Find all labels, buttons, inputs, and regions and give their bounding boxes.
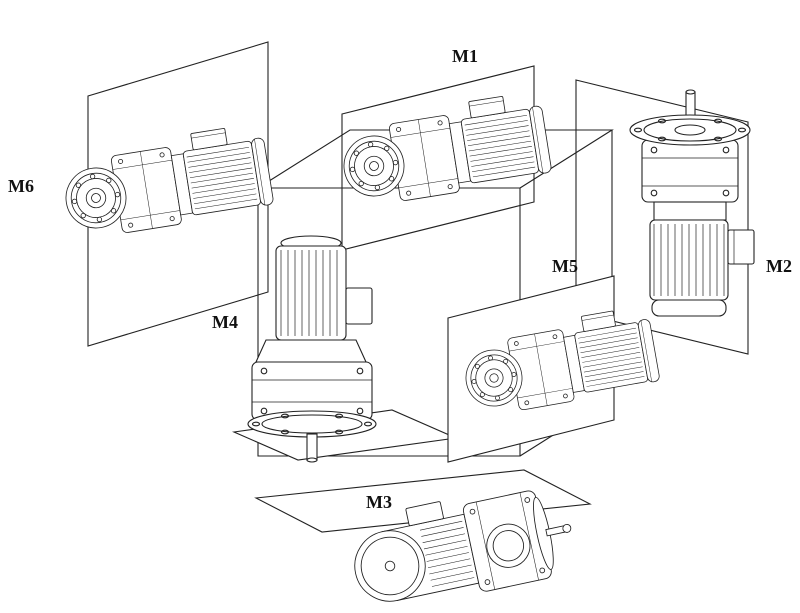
label-m2: M2: [766, 256, 792, 276]
mounting-plane-m3: [254, 469, 592, 533]
motor-adapter: [255, 339, 367, 363]
cooling-fins: [419, 520, 475, 587]
label-m3: M3: [366, 492, 392, 512]
terminal-box: [727, 229, 755, 265]
label-m4: M4: [212, 312, 238, 332]
terminal-box: [345, 287, 373, 325]
gearmotor-m4: [247, 235, 377, 463]
label-m1: M1: [452, 46, 478, 66]
gearmotor-m2: [629, 89, 755, 317]
motor-adapter: [653, 201, 727, 221]
label-m5: M5: [552, 256, 578, 276]
motor-body: [275, 245, 347, 341]
cooling-fins: [653, 224, 725, 296]
label-m6: M6: [8, 176, 34, 196]
gearmotor-m3: [354, 490, 572, 602]
fan-cover: [651, 299, 727, 317]
cooling-fins: [280, 250, 338, 336]
output-shaft: [306, 433, 318, 461]
terminal-box: [405, 501, 444, 527]
